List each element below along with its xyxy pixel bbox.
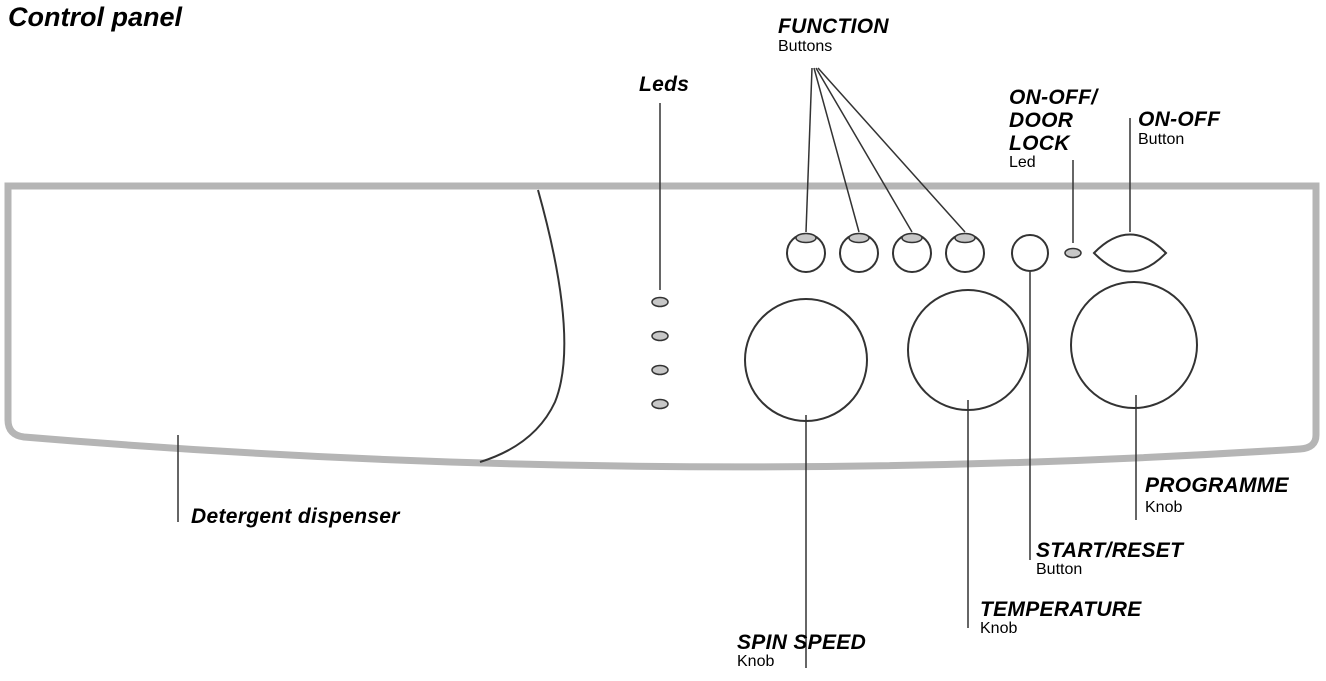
on-off-label: ON-OFF Button: [1138, 109, 1220, 148]
function-button-2: [839, 232, 879, 273]
led-1: [651, 296, 669, 308]
door-lock-label-line2: DOOR: [1009, 109, 1074, 132]
on-off-label-sub: Button: [1138, 131, 1185, 148]
function-button-1: [786, 232, 826, 273]
programme-label: PROGRAMME Knob: [1145, 475, 1289, 516]
function-button-3: [892, 232, 932, 273]
spin-speed-label-sub: Knob: [737, 653, 775, 670]
spin-speed-label: SPIN SPEED Knob: [737, 632, 866, 670]
temperature-label-sub: Knob: [980, 620, 1018, 637]
leds-label: Leds: [639, 74, 689, 95]
door-lock-label: ON-OFF/ DOOR LOCK Led: [1009, 86, 1097, 171]
led-2: [651, 330, 669, 342]
led-3: [651, 364, 669, 376]
door-lock-label-line1: ON-OFF/: [1009, 86, 1098, 109]
door-lock-led: [1064, 247, 1082, 259]
diagram-title: Control panel: [8, 2, 182, 32]
leader-function-3: [815, 67, 913, 233]
leader-lines: [177, 67, 1137, 668]
start-reset-label: START/RESET Button: [1036, 540, 1183, 578]
temperature-knob: [907, 289, 1029, 411]
temperature-label: TEMPERATURE Knob: [980, 599, 1142, 637]
dispenser-edge: [479, 189, 566, 463]
programme-knob: [1070, 281, 1198, 409]
detergent-label: Detergent dispenser: [191, 506, 400, 527]
panel-outline: [4, 182, 1320, 471]
leader-function-4: [817, 67, 966, 233]
temperature-label-main: TEMPERATURE: [980, 598, 1142, 621]
programme-label-sub: Knob: [1145, 499, 1183, 516]
door-lock-label-line3: LOCK: [1009, 132, 1070, 155]
leds-label-main: Leds: [639, 73, 690, 96]
detergent-label-main: Detergent dispenser: [191, 505, 400, 528]
leader-function-1: [805, 67, 813, 233]
door-lock-label-sub: Led: [1009, 154, 1036, 171]
function-label-main: FUNCTION: [778, 15, 889, 38]
led-group: [651, 296, 669, 410]
on-off-label-main: ON-OFF: [1138, 108, 1221, 131]
start-reset-label-main: START/RESET: [1036, 539, 1184, 562]
function-button-4: [945, 232, 985, 273]
leader-function-2: [813, 67, 860, 233]
start-reset-button: [1011, 234, 1049, 272]
start-reset-label-sub: Button: [1036, 561, 1083, 578]
spin-speed-knob: [744, 298, 868, 422]
function-label-sub: Buttons: [778, 38, 833, 55]
function-label: FUNCTION Buttons: [778, 16, 889, 55]
led-4: [651, 398, 669, 410]
spin-speed-label-main: SPIN SPEED: [737, 631, 867, 654]
programme-label-main: PROGRAMME: [1145, 474, 1289, 497]
on-off-button: [1092, 233, 1168, 273]
